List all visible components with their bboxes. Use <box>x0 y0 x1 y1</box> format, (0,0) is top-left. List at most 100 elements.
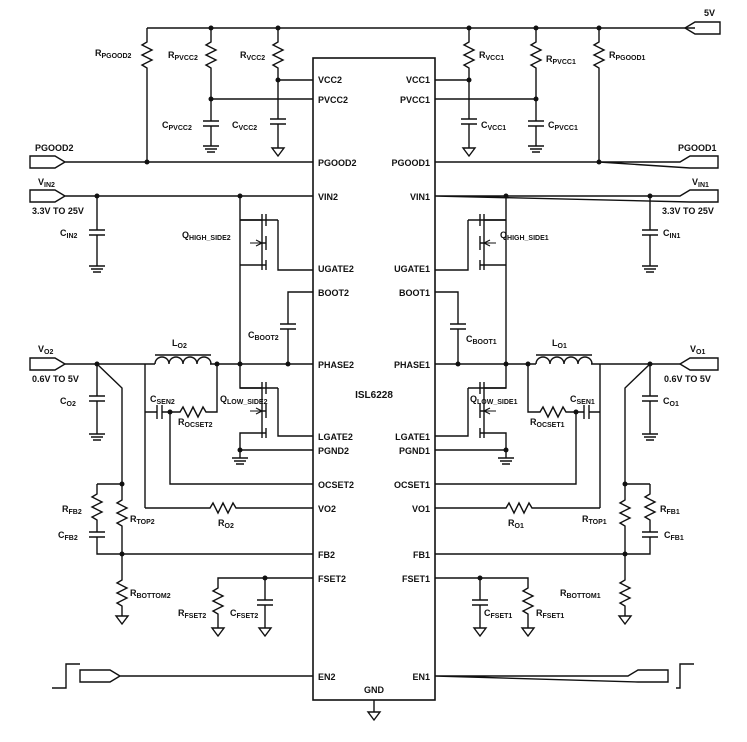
pin-lgate2: LGATE2 <box>318 432 353 442</box>
l-o1-inductor <box>535 354 593 365</box>
pin-fb1: FB1 <box>413 550 430 560</box>
c-o2-wiring <box>89 364 105 441</box>
r-fset2-c-fset2-wiring <box>210 575 313 638</box>
r-ocset1-label: ROCSET1 <box>530 417 565 429</box>
r-fset2-label: RFSET2 <box>178 608 206 620</box>
r-fb1-label: RFB1 <box>660 504 680 516</box>
phase2-node-wiring <box>65 361 313 367</box>
c-sen1-label: CSEN1 <box>570 394 595 406</box>
c-boot1-label: CBOOT1 <box>466 334 497 346</box>
l-o1-label: LO1 <box>552 338 567 350</box>
r-o1-label: RO1 <box>508 518 524 530</box>
svg-text:VO2: VO2 <box>38 344 53 356</box>
pin-boot1: BOOT1 <box>399 288 430 298</box>
c-o1-label: CO1 <box>663 396 679 408</box>
svg-text:VIN2: VIN2 <box>38 177 55 189</box>
svg-text:5V: 5V <box>704 8 715 18</box>
c-boot2-label: CBOOT2 <box>248 330 279 342</box>
pin-en2: EN2 <box>318 672 336 682</box>
r-fset1-label: RFSET1 <box>536 608 564 620</box>
en2-port <box>52 663 313 689</box>
c-sen2-r-ocset2-wiring <box>144 364 313 508</box>
c-sen2-label: CSEN2 <box>150 394 175 406</box>
pin-pvcc2: PVCC2 <box>318 95 348 105</box>
phase1-node-wiring <box>435 361 680 367</box>
r-pgood1-wiring <box>435 25 606 165</box>
vo2-sense-r-o2-wiring <box>145 501 313 515</box>
pin-phase2: PHASE2 <box>318 360 354 370</box>
r-top2-r-fb2-c-fb2-wiring <box>89 363 313 557</box>
r-vcc2-label: RVCC2 <box>240 50 265 62</box>
c-o2-label: CO2 <box>60 396 76 408</box>
pin-vin1: VIN1 <box>410 192 430 202</box>
pin-pgood2: PGOOD2 <box>318 158 357 168</box>
r-vcc2-wiring <box>271 25 313 83</box>
svg-text:PGOOD1: PGOOD1 <box>678 143 717 153</box>
c-vcc1-wiring <box>461 80 477 158</box>
c-fb2-label: CFB2 <box>58 530 78 542</box>
c-sen1-r-ocset1-wiring <box>435 364 601 508</box>
r-pgood1-label: RPGOOD1 <box>609 50 646 62</box>
pin-vo2: VO2 <box>318 504 336 514</box>
q-high-side1-wiring <box>435 196 507 364</box>
svg-text:3.3V TO 25V: 3.3V TO 25V <box>32 206 84 216</box>
c-boot1-wiring <box>435 291 466 367</box>
q-low-side2-wiring <box>232 364 313 465</box>
pin-ugate2: UGATE2 <box>318 264 354 274</box>
gnd-pin-ground <box>366 711 382 722</box>
c-o1-wiring <box>642 364 658 441</box>
svg-text:0.6V TO 5V: 0.6V TO 5V <box>32 374 79 384</box>
ic-gnd-pin: GND <box>364 685 385 695</box>
r-bottom1-label: RBOTTOM1 <box>560 588 601 600</box>
r-pgood2-wiring <box>140 28 313 165</box>
r-pvcc1-wiring <box>435 25 543 102</box>
svg-text:0.6V TO 5V: 0.6V TO 5V <box>664 374 711 384</box>
q-low-side1-label: QLOW_SIDE1 <box>470 394 518 406</box>
r-ocset2-label: ROCSET2 <box>178 417 213 429</box>
c-vcc1-label: CVCC1 <box>481 120 506 132</box>
pgood1-port: PGOOD1 <box>598 143 719 169</box>
r-bottom1-wiring <box>617 554 633 626</box>
vo2-port: VO2 0.6V TO 5V <box>29 344 79 384</box>
supply-5v-port: 5V <box>683 8 721 35</box>
en1-port <box>434 663 694 689</box>
pin-ocset1: OCSET1 <box>394 480 430 490</box>
r-fb2-label: RFB2 <box>62 504 82 516</box>
pgood2-port: PGOOD2 <box>29 143 147 169</box>
r-bottom2-label: RBOTTOM2 <box>130 588 171 600</box>
c-in2-wiring <box>89 196 105 273</box>
pin-fb2: FB2 <box>318 550 335 560</box>
pin-fset2: FSET2 <box>318 574 346 584</box>
r-pvcc2-label: RPVCC2 <box>168 50 198 62</box>
pin-vo1: VO1 <box>412 504 430 514</box>
r-top2-label: RTOP2 <box>130 514 155 526</box>
l-o2-inductor <box>154 354 212 365</box>
r-top1-label: RTOP1 <box>582 514 607 526</box>
svg-text:PGOOD2: PGOOD2 <box>35 143 74 153</box>
pin-vcc2: VCC2 <box>318 75 342 85</box>
c-pvcc2-label: CPVCC2 <box>162 120 192 132</box>
l-o2-label: LO2 <box>172 338 187 350</box>
r-pgood2-label: RPGOOD2 <box>95 48 132 60</box>
c-fb1-label: CFB1 <box>664 530 684 542</box>
pin-phase1: PHASE1 <box>394 360 430 370</box>
r-vcc1-label: RVCC1 <box>479 50 504 62</box>
pin-ugate1: UGATE1 <box>394 264 430 274</box>
c-pvcc1-wiring <box>528 99 544 153</box>
pin-ocset2: OCSET2 <box>318 480 354 490</box>
r-pvcc1-label: RPVCC1 <box>546 54 576 66</box>
c-vcc2-label: CVCC2 <box>232 120 257 132</box>
pin-pgnd1: PGND1 <box>399 446 430 456</box>
q-high-side2-label: QHIGH_SIDE2 <box>182 230 231 242</box>
c-in2-label: CIN2 <box>60 228 78 240</box>
svg-text:VIN1: VIN1 <box>692 177 709 189</box>
pin-fset1: FSET1 <box>402 574 430 584</box>
pin-en1: EN1 <box>412 672 430 682</box>
pin-boot2: BOOT2 <box>318 288 349 298</box>
r-fset1-c-fset1-wiring <box>435 575 536 638</box>
r-pvcc2-wiring <box>204 25 313 102</box>
pin-pgnd2: PGND2 <box>318 446 349 456</box>
ic-name: ISL6228 <box>355 390 393 401</box>
c-fset1-label: CFSET1 <box>484 608 512 620</box>
